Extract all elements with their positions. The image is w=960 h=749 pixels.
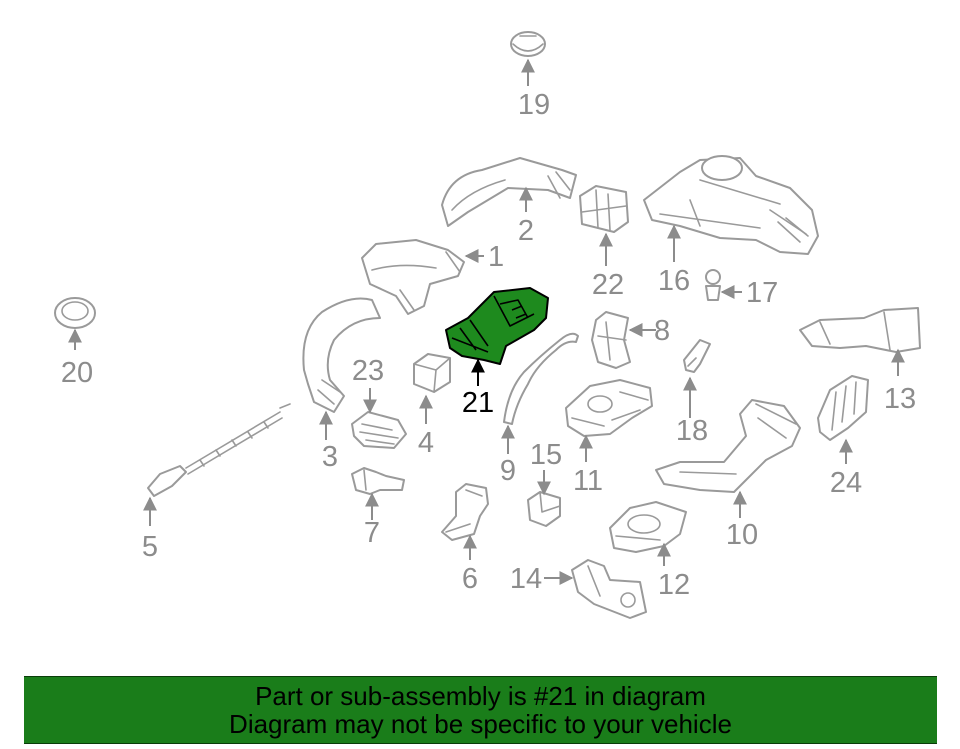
callout-3: 3	[322, 441, 338, 473]
part-16-blower-housing	[643, 155, 819, 255]
part-7-bracket	[351, 467, 405, 495]
part-19-cap	[510, 31, 546, 57]
part-22-vent	[579, 185, 629, 233]
callout-21: 21	[462, 387, 494, 419]
part-1-duct	[361, 239, 465, 315]
callout-20: 20	[61, 357, 93, 389]
part-24-vent	[817, 375, 869, 441]
callout-22: 22	[592, 269, 624, 301]
callout-23: 23	[352, 355, 384, 387]
callout-6: 6	[462, 563, 478, 595]
callout-14: 14	[510, 563, 542, 595]
callout-10: 10	[726, 519, 758, 551]
part-21-assembly-highlighted	[445, 287, 549, 365]
callout-16: 16	[658, 265, 690, 297]
leader-arrows	[68, 58, 905, 585]
callout-24: 24	[830, 467, 862, 499]
callout-11: 11	[573, 465, 603, 497]
part-9-hose	[503, 332, 579, 425]
banner-line-1: Part or sub-assembly is #21 in diagram	[255, 681, 706, 711]
callout-12: 12	[658, 569, 690, 601]
callout-18: 18	[676, 415, 708, 447]
callout-13: 13	[884, 383, 916, 415]
part-14-duct	[571, 559, 647, 619]
callout-17: 17	[746, 277, 778, 309]
part-2-duct	[441, 157, 577, 227]
part-5-cable	[147, 403, 291, 497]
callout-1: 1	[488, 241, 504, 273]
part-17-clip	[705, 269, 721, 301]
callout-2: 2	[518, 215, 534, 247]
part-12-vent-housing	[609, 501, 687, 553]
part-3-duct	[302, 297, 381, 413]
callout-9: 9	[500, 455, 516, 487]
callout-19: 19	[518, 89, 550, 121]
callout-5: 5	[142, 531, 158, 563]
part-11-vent-assembly	[565, 379, 653, 437]
callout-8: 8	[654, 315, 670, 347]
part-20-grommet	[54, 297, 96, 329]
part-15-connector	[527, 491, 561, 527]
callout-7: 7	[364, 517, 380, 549]
callout-labels: 19 20 2 1 22 16 17 8 21 23 3 4 9 11 18 1…	[61, 89, 916, 601]
part-6-duct	[441, 483, 489, 541]
part-4-block	[413, 353, 451, 393]
callout-4: 4	[418, 427, 434, 459]
part-13-duct	[799, 307, 921, 353]
parts-diagram: 19 20 2 1 22 16 17 8 21 23 3 4 9 11 18 1…	[54, 31, 921, 619]
part-18-sensor	[683, 339, 711, 373]
part-21-body	[445, 287, 549, 365]
callout-15: 15	[530, 439, 562, 471]
banner-line-2: Diagram may not be specific to your vehi…	[229, 709, 732, 739]
part-23-vent	[351, 411, 407, 449]
part-8-vent	[591, 311, 631, 369]
part-10-duct	[655, 399, 801, 493]
info-banner: Part or sub-assembly is #21 in diagram D…	[24, 676, 937, 744]
